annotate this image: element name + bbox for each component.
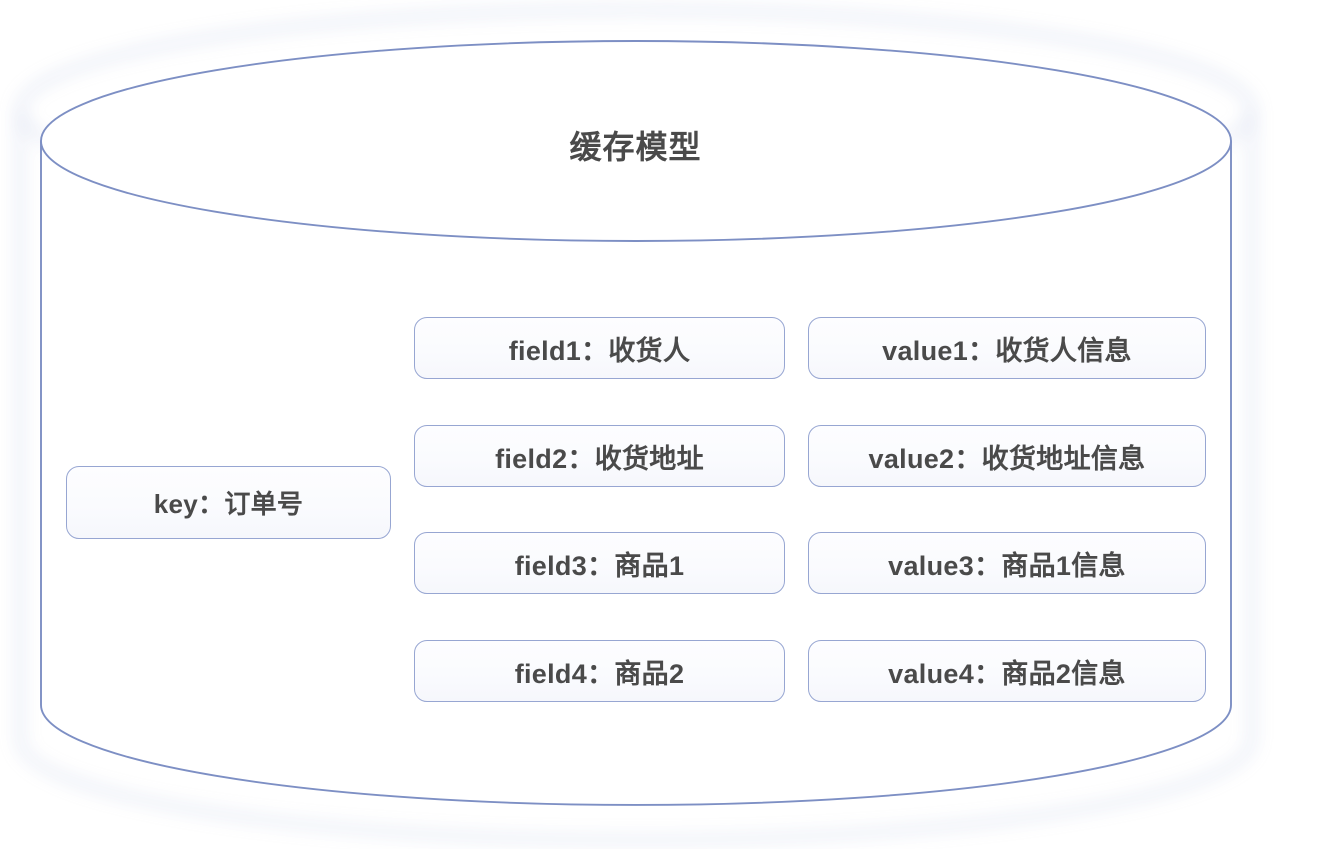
- field-box-1: field1：收货人: [414, 317, 785, 379]
- value-box-1: value1：收货人信息: [808, 317, 1206, 379]
- value-box-4: value4：商品2信息: [808, 640, 1206, 702]
- value-box-3: value3：商品1信息: [808, 532, 1206, 594]
- field-box-2: field2：收货地址: [414, 425, 785, 487]
- field-box-4: field4：商品2: [414, 640, 785, 702]
- key-box: key：订单号: [66, 466, 391, 539]
- page-title: 缓存模型: [569, 129, 702, 165]
- value-box-2: value2：收货地址信息: [808, 425, 1206, 487]
- field-box-3: field3：商品1: [414, 532, 785, 594]
